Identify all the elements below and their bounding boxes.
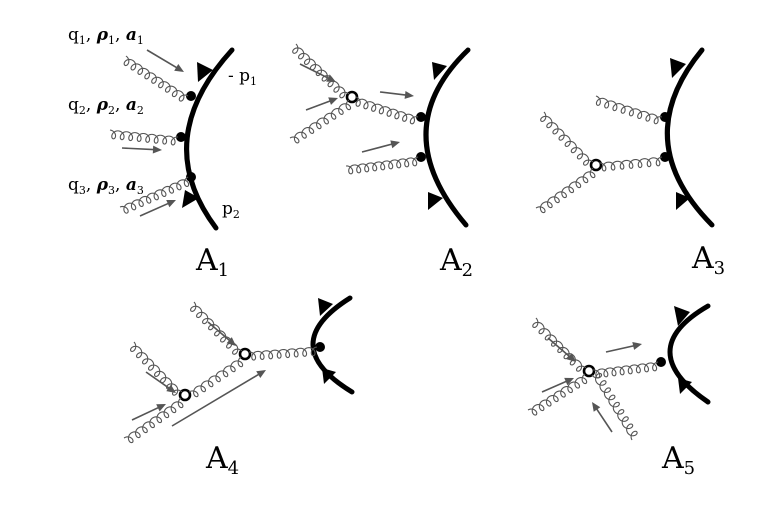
diagram-a1: q1, ρ1, a1 q2, ρ2, a2 q3, ρ3, a3 - p1 p2… [68, 25, 257, 281]
quark-line-a3 [664, 47, 715, 228]
gluon-a3-3 [540, 111, 594, 166]
gluon-a1-1 [123, 55, 189, 102]
quark-arrow-bottom-a1 [182, 190, 199, 208]
vertex-a1-1 [186, 91, 196, 101]
momentum-label-2: q2, ρ2, a2 [68, 95, 144, 117]
momentum-arrow-a1-3 [139, 200, 176, 217]
gluon-a2-2 [289, 99, 352, 144]
gluon-a1-3 [119, 176, 190, 214]
diagram-label-a5: A5 [661, 441, 695, 479]
momentum-arrow-a5-4 [592, 402, 613, 433]
vertex-a2-2 [416, 152, 426, 162]
quark-line-a2 [423, 47, 471, 228]
quark-line-a4 [310, 295, 355, 395]
vertex-a5-1 [656, 357, 666, 367]
quark-arrow-top-a1 [197, 62, 213, 82]
momentum-arrow-a2-1 [299, 63, 336, 82]
quark-line-a5 [667, 303, 711, 405]
vertex-a3-3g [589, 158, 603, 172]
diagram-a3: A3 [535, 47, 725, 279]
diagram-a5: A5 [527, 303, 711, 479]
momentum-arrow-a4-4 [171, 370, 266, 427]
quark-arrow-bottom-a3 [676, 192, 690, 210]
gluons-a3 [535, 95, 663, 214]
diagram-label-a4: A4 [205, 441, 239, 479]
p2-label: p2 [222, 199, 240, 221]
gluon-a4-5 [123, 397, 184, 444]
momentum-arrow-a5-1 [547, 337, 576, 362]
gluons-a1 [109, 49, 190, 217]
gluon-a2-4 [345, 156, 419, 175]
momentum-label-1: q1, ρ1, a1 [68, 25, 144, 47]
quark-line-a1 [184, 47, 235, 231]
gluon-a2-3 [355, 96, 419, 125]
gluon-a4-2 [190, 301, 243, 355]
gluon-a3-4 [535, 167, 596, 214]
momentum-arrow-a4-3 [131, 404, 166, 421]
vertex-a3-1 [660, 112, 670, 122]
momentum-arrow-a5-2 [541, 377, 574, 393]
vertex-a3-2 [660, 152, 670, 162]
gluons-a4 [123, 301, 318, 444]
gluons-a2 [289, 43, 419, 175]
momentum-arrow-a1-2 [121, 145, 162, 154]
vertex-a2-1 [416, 112, 426, 122]
quark-arrow-top-a4 [318, 298, 333, 316]
momentum-arrow-a1-1 [146, 49, 184, 72]
diagram-label-a2: A2 [439, 243, 473, 281]
vertex-a5-4g [582, 364, 596, 378]
vertex-a1-3 [186, 172, 196, 182]
vertex-a4-1 [315, 342, 325, 352]
diagram-a2: A2 [289, 43, 473, 281]
quark-arrow-top-a5 [674, 306, 690, 326]
gluon-a5-3 [527, 373, 588, 416]
momentum-arrow-a2-3 [379, 91, 414, 99]
quark-arrow-top-a2 [432, 62, 447, 80]
gluons-a5 [527, 317, 659, 441]
momentum-arrow-a4-2 [145, 371, 176, 393]
gluon-a5-4 [591, 372, 638, 441]
momentum-label-3: q3, ρ3, a3 [68, 175, 144, 197]
diagram-label-a1: A1 [195, 243, 229, 281]
quark-arrow-bottom-a4 [322, 368, 336, 384]
gluon-a5-1 [592, 361, 659, 379]
gluon-a1-2 [109, 129, 179, 146]
gluon-a3-2 [598, 156, 663, 172]
momentum-arrow-a2-2 [305, 97, 338, 111]
momentum-arrow-a5-3 [605, 342, 642, 353]
momentum-arrow-a2-4 [361, 140, 400, 153]
quark-arrow-bottom-a2 [428, 192, 443, 210]
diagram-a4: A4 [123, 295, 355, 479]
p1-label: - p1 [228, 66, 257, 88]
gluon-a4-4 [129, 341, 183, 396]
gluon-a5-2 [532, 317, 587, 372]
vertex-a4-3g-2 [178, 388, 192, 402]
quark-arrow-top-a3 [670, 58, 686, 78]
gluon-a4-1 [248, 346, 318, 361]
momentum-arrow-a4-1 [207, 321, 236, 346]
quark-arrow-bottom-a5 [678, 378, 692, 394]
gluon-a3-1 [595, 95, 663, 125]
gluon-a2-1 [292, 43, 350, 99]
diagram-label-a3: A3 [691, 241, 725, 279]
vertex-a1-2 [176, 132, 186, 142]
gluon-a4-3 [188, 356, 244, 398]
vertex-a4-3g-1 [238, 347, 252, 361]
